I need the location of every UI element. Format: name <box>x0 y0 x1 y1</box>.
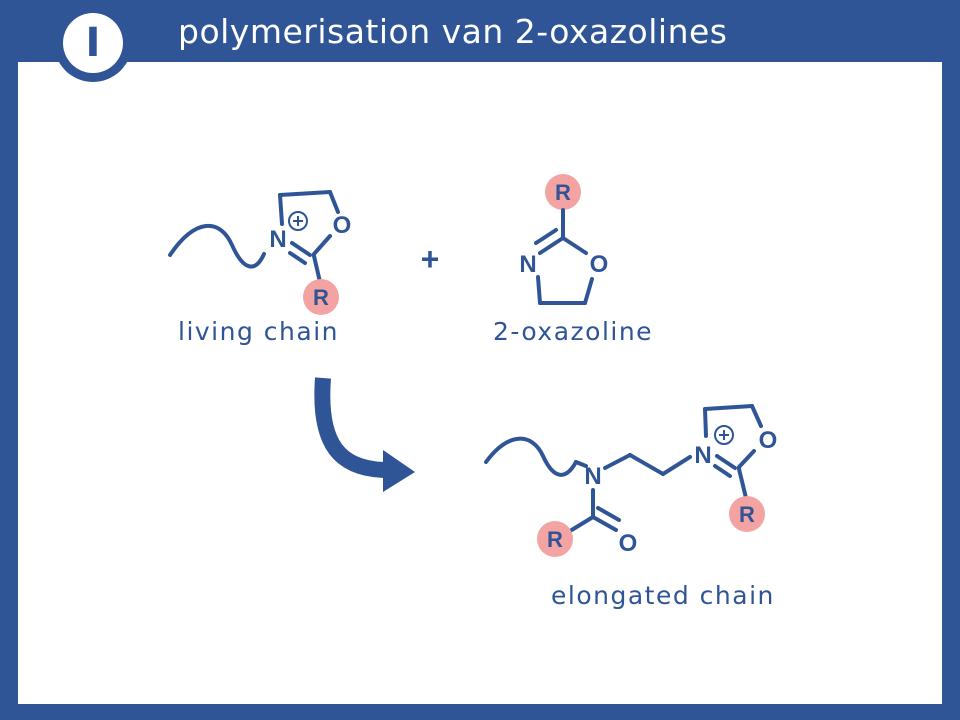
substituent-label: R <box>313 285 329 310</box>
bond <box>750 404 763 428</box>
nitrogen-atom: N <box>269 226 286 253</box>
bond <box>574 460 588 468</box>
substituent-label: R <box>555 180 571 205</box>
plus-sign: + <box>421 241 440 277</box>
carbonyl-double-bond <box>596 506 621 522</box>
elongated-chain-label: elongated chain <box>551 581 775 610</box>
polymer-chain-wave <box>168 224 266 269</box>
polymer-chain-wave <box>484 436 578 477</box>
content-panel <box>18 62 942 704</box>
bond <box>312 254 322 284</box>
bond <box>628 453 665 476</box>
bond <box>603 453 632 470</box>
double-bond <box>713 464 732 478</box>
bond <box>703 407 708 438</box>
substituent-label: R <box>547 527 563 552</box>
bond <box>328 190 340 214</box>
double-bond <box>288 251 307 265</box>
bond <box>737 467 748 500</box>
bond <box>561 236 588 255</box>
bond <box>312 234 332 256</box>
substituent-highlight <box>537 521 573 557</box>
double-bond <box>715 454 737 470</box>
carbonyl-double-bond <box>591 515 618 532</box>
substituent-highlight <box>303 279 339 315</box>
oxygen-atom: O <box>590 251 609 278</box>
oxazoline-monomer: R N O <box>519 174 609 305</box>
step-badge-label: I <box>63 13 123 73</box>
double-bond <box>290 241 312 257</box>
carbonyl-oxygen-atom: O <box>619 530 638 557</box>
bond <box>536 275 542 305</box>
reaction-arrow-icon <box>314 377 415 492</box>
elongated-chain-molecule: N O R R N O <box>484 404 778 557</box>
oxygen-atom: O <box>759 427 778 454</box>
nitrogen-atom: N <box>694 442 711 469</box>
bond <box>278 193 284 226</box>
double-bond <box>534 228 558 245</box>
bond <box>278 190 332 197</box>
monomer-label: 2-oxazoline <box>493 317 653 346</box>
bond <box>583 277 594 305</box>
bond <box>661 455 692 476</box>
oxygen-atom: O <box>333 212 352 239</box>
substituent-highlight <box>729 496 765 532</box>
page-title: polymerisation van 2-oxazolines <box>178 12 728 51</box>
amide-nitrogen-atom: N <box>584 463 601 490</box>
substituent-highlight <box>545 174 581 210</box>
living-chain-molecule: R N O <box>168 190 352 315</box>
double-bond <box>538 236 565 255</box>
bond <box>703 404 754 411</box>
living-chain-label: living chain <box>178 317 339 346</box>
substituent-label: R <box>739 502 755 527</box>
nitrogen-atom: N <box>519 251 536 278</box>
bond <box>568 515 595 533</box>
bond <box>737 449 756 469</box>
step-badge: I <box>54 4 132 82</box>
